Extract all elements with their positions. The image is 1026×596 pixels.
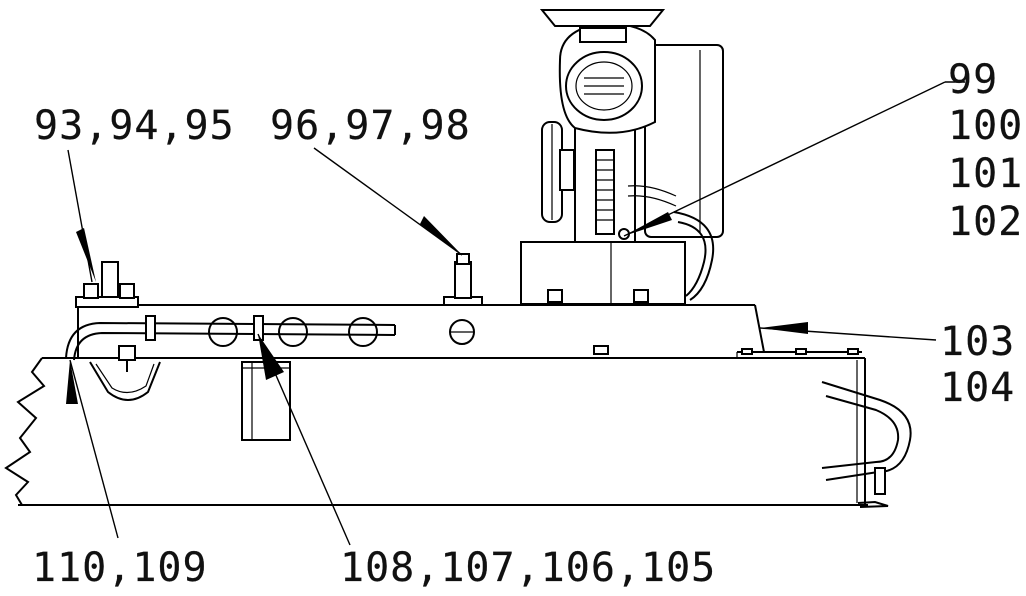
leader-lines	[66, 81, 965, 546]
callout-label-99: 99	[948, 57, 999, 103]
callout-label-104: 104	[940, 365, 1016, 411]
callout-label-101: 101	[948, 151, 1024, 197]
lower-frame	[4, 357, 889, 508]
hose	[65, 315, 396, 361]
callout-label-93-94-95: 93,94,95	[34, 103, 235, 149]
callout-label-96-97-98: 96,97,98	[270, 103, 471, 149]
center-post	[443, 253, 483, 306]
callout-label-108-107-106-105: 108,107,106,105	[340, 545, 717, 591]
left-fitting	[75, 261, 139, 308]
pointer-108	[258, 334, 284, 380]
pointer-110	[66, 360, 78, 404]
pointer-99	[624, 212, 672, 236]
callout-label-103: 103	[940, 319, 1016, 365]
pointer-103	[760, 322, 808, 334]
callout-label-102: 102	[948, 199, 1024, 245]
handle-bar	[821, 381, 912, 495]
pointer-93	[76, 228, 96, 282]
motor	[539, 9, 724, 301]
upper-rail	[77, 304, 862, 358]
left-bracket	[89, 345, 161, 401]
pointer-96	[420, 216, 462, 255]
callout-label-110-109: 110,109	[32, 545, 208, 591]
motor-base	[520, 241, 686, 305]
callout-label-100: 100	[948, 103, 1024, 149]
